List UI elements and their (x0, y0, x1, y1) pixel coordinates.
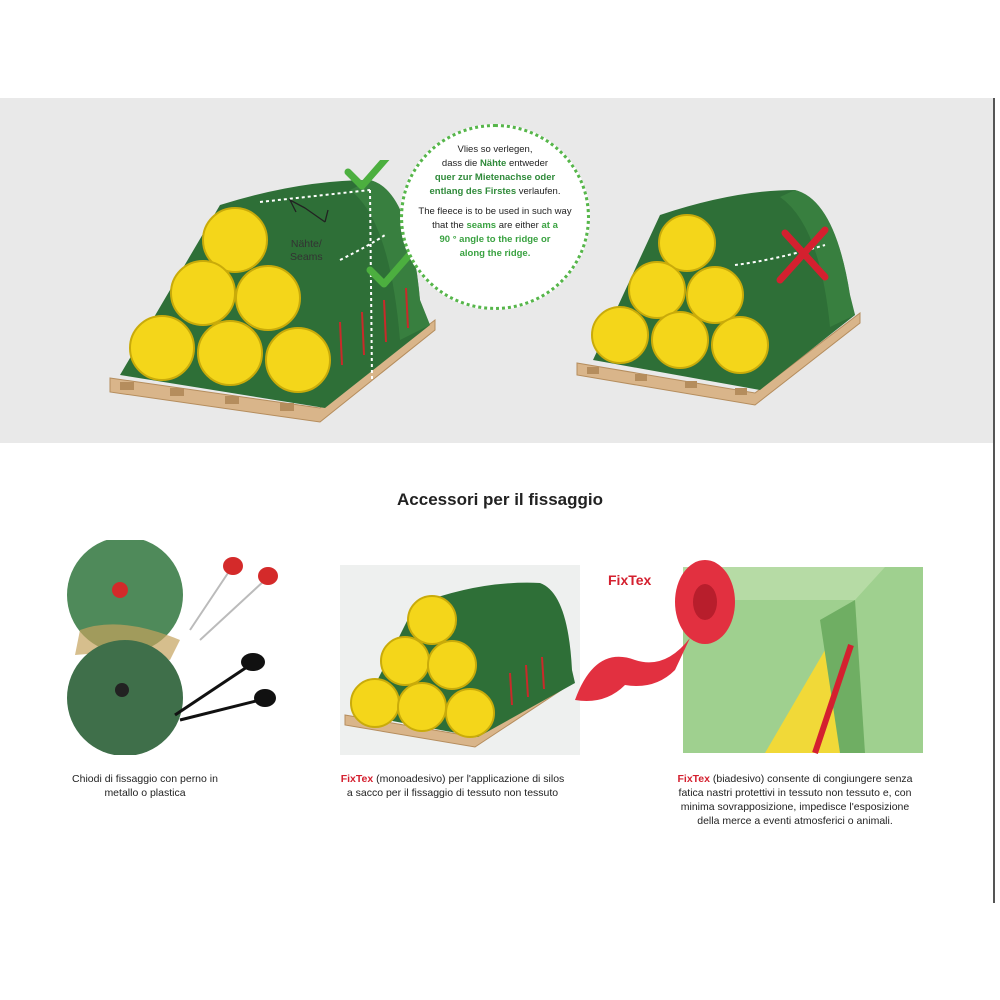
seam-arrows (288, 198, 329, 223)
right-border-rule (993, 98, 995, 903)
seam-label-line-2: Seams (290, 251, 323, 263)
info-bubble: Vlies so verlegen, dass die Nähte entwed… (400, 124, 590, 310)
hay-bales (591, 214, 769, 374)
bubble-de-line-1: Vlies so verlegen, (457, 144, 533, 155)
bubble-en-line-2c: are either (496, 220, 542, 231)
correct-placement-illustration (109, 160, 436, 423)
pallet (576, 311, 861, 406)
hay-bales (129, 207, 331, 393)
bubble-en-line-4: along the ridge. (459, 248, 531, 259)
caption-bi-line-2: fatica nastri protettivi in tessuto non … (678, 787, 912, 799)
bubble-de-line-2c: entweder (506, 158, 549, 169)
section-title: Accessori per il fissaggio (397, 490, 603, 509)
caption-fixtex-bi: FixTex (biadesivo) consente di congiunge… (660, 772, 930, 828)
caption-bi-line-1: FixTex (biadesivo) consente di congiunge… (660, 772, 930, 786)
bubble-en-line-2d: at a (541, 220, 558, 231)
fixing-pegs (339, 287, 409, 366)
seam-lines (259, 189, 386, 381)
fixing-pegs (509, 656, 545, 706)
fixtex-tape-illustration (575, 560, 923, 754)
caption-bi-line-1-text: (biadesivo) consente di congiungere senz… (709, 773, 913, 785)
seam-line (734, 244, 826, 266)
bubble-en-line-3: 90 ° angle to the ridge or (439, 234, 551, 245)
seam-label-line-1: Nähte/ (290, 238, 322, 250)
caption-pegs-line-1: Chiodi di fissaggio con perno in (72, 773, 218, 785)
red-peg-icons (189, 557, 278, 641)
bubble-de-line-4a: entlang des Firstes (429, 186, 517, 197)
caption-bi-line-3: minima sovrapposizione, impedisce l'espo… (680, 801, 910, 813)
caption-mono-line-2: a sacco per il fissaggio di tessuto non … (346, 787, 559, 799)
caption-bi-line-4: della merce a eventi atmosferici o anima… (697, 815, 893, 827)
caption-mono-line-1: FixTex (monoadesivo) per l'applicazione … (320, 772, 585, 786)
bubble-de-line-4b: verlaufen. (516, 186, 561, 197)
tape-roll-icon (575, 560, 735, 701)
bubble-german-text: Vlies so verlegen, dass die Nähte entwed… (413, 143, 577, 199)
bubble-de-line-2a: dass die (441, 158, 480, 169)
bubble-english-text: The fleece is to be used in such way tha… (413, 205, 577, 261)
black-peg-icons (174, 653, 276, 722)
bubble-en-line-2b: seams (466, 220, 497, 231)
caption-bi-brand: FixTex (677, 773, 710, 785)
tape-strip (812, 644, 854, 754)
incorrect-placement-illustration (576, 190, 861, 406)
bubble-en-line-1: The fleece is to be used in such way (418, 206, 572, 217)
bubble-en-line-2a: that the (432, 220, 467, 231)
caption-mono-brand: FixTex (340, 773, 374, 785)
caption-mono-line-1-text: (monoadesivo) per l'applicazione di silo… (373, 773, 565, 785)
seam-label: Nähte/ Seams (290, 238, 323, 264)
check-mark-top-icon (344, 160, 390, 190)
hay-bales (350, 595, 495, 738)
cross-mark-icon (776, 226, 829, 284)
peg-closeup-metal (67, 540, 183, 653)
bubble-de-line-2b: Nähte (479, 158, 507, 169)
peg-closeup-plastic (67, 640, 183, 755)
bubble-de-line-3: quer zur Mietenachse oder (434, 172, 556, 183)
silo-bag-illustration (340, 565, 580, 755)
caption-fixtex-mono: FixTex (monoadesivo) per l'applicazione … (320, 772, 585, 800)
pallet (109, 318, 436, 423)
caption-fixing-pegs: Chiodi di fissaggio con perno in metallo… (40, 772, 250, 800)
fixing-pegs-image (67, 540, 278, 755)
caption-pegs-line-2: metallo o plastica (104, 787, 186, 799)
fixtex-label: FixTex (608, 572, 652, 588)
check-mark-side-icon (366, 248, 416, 288)
